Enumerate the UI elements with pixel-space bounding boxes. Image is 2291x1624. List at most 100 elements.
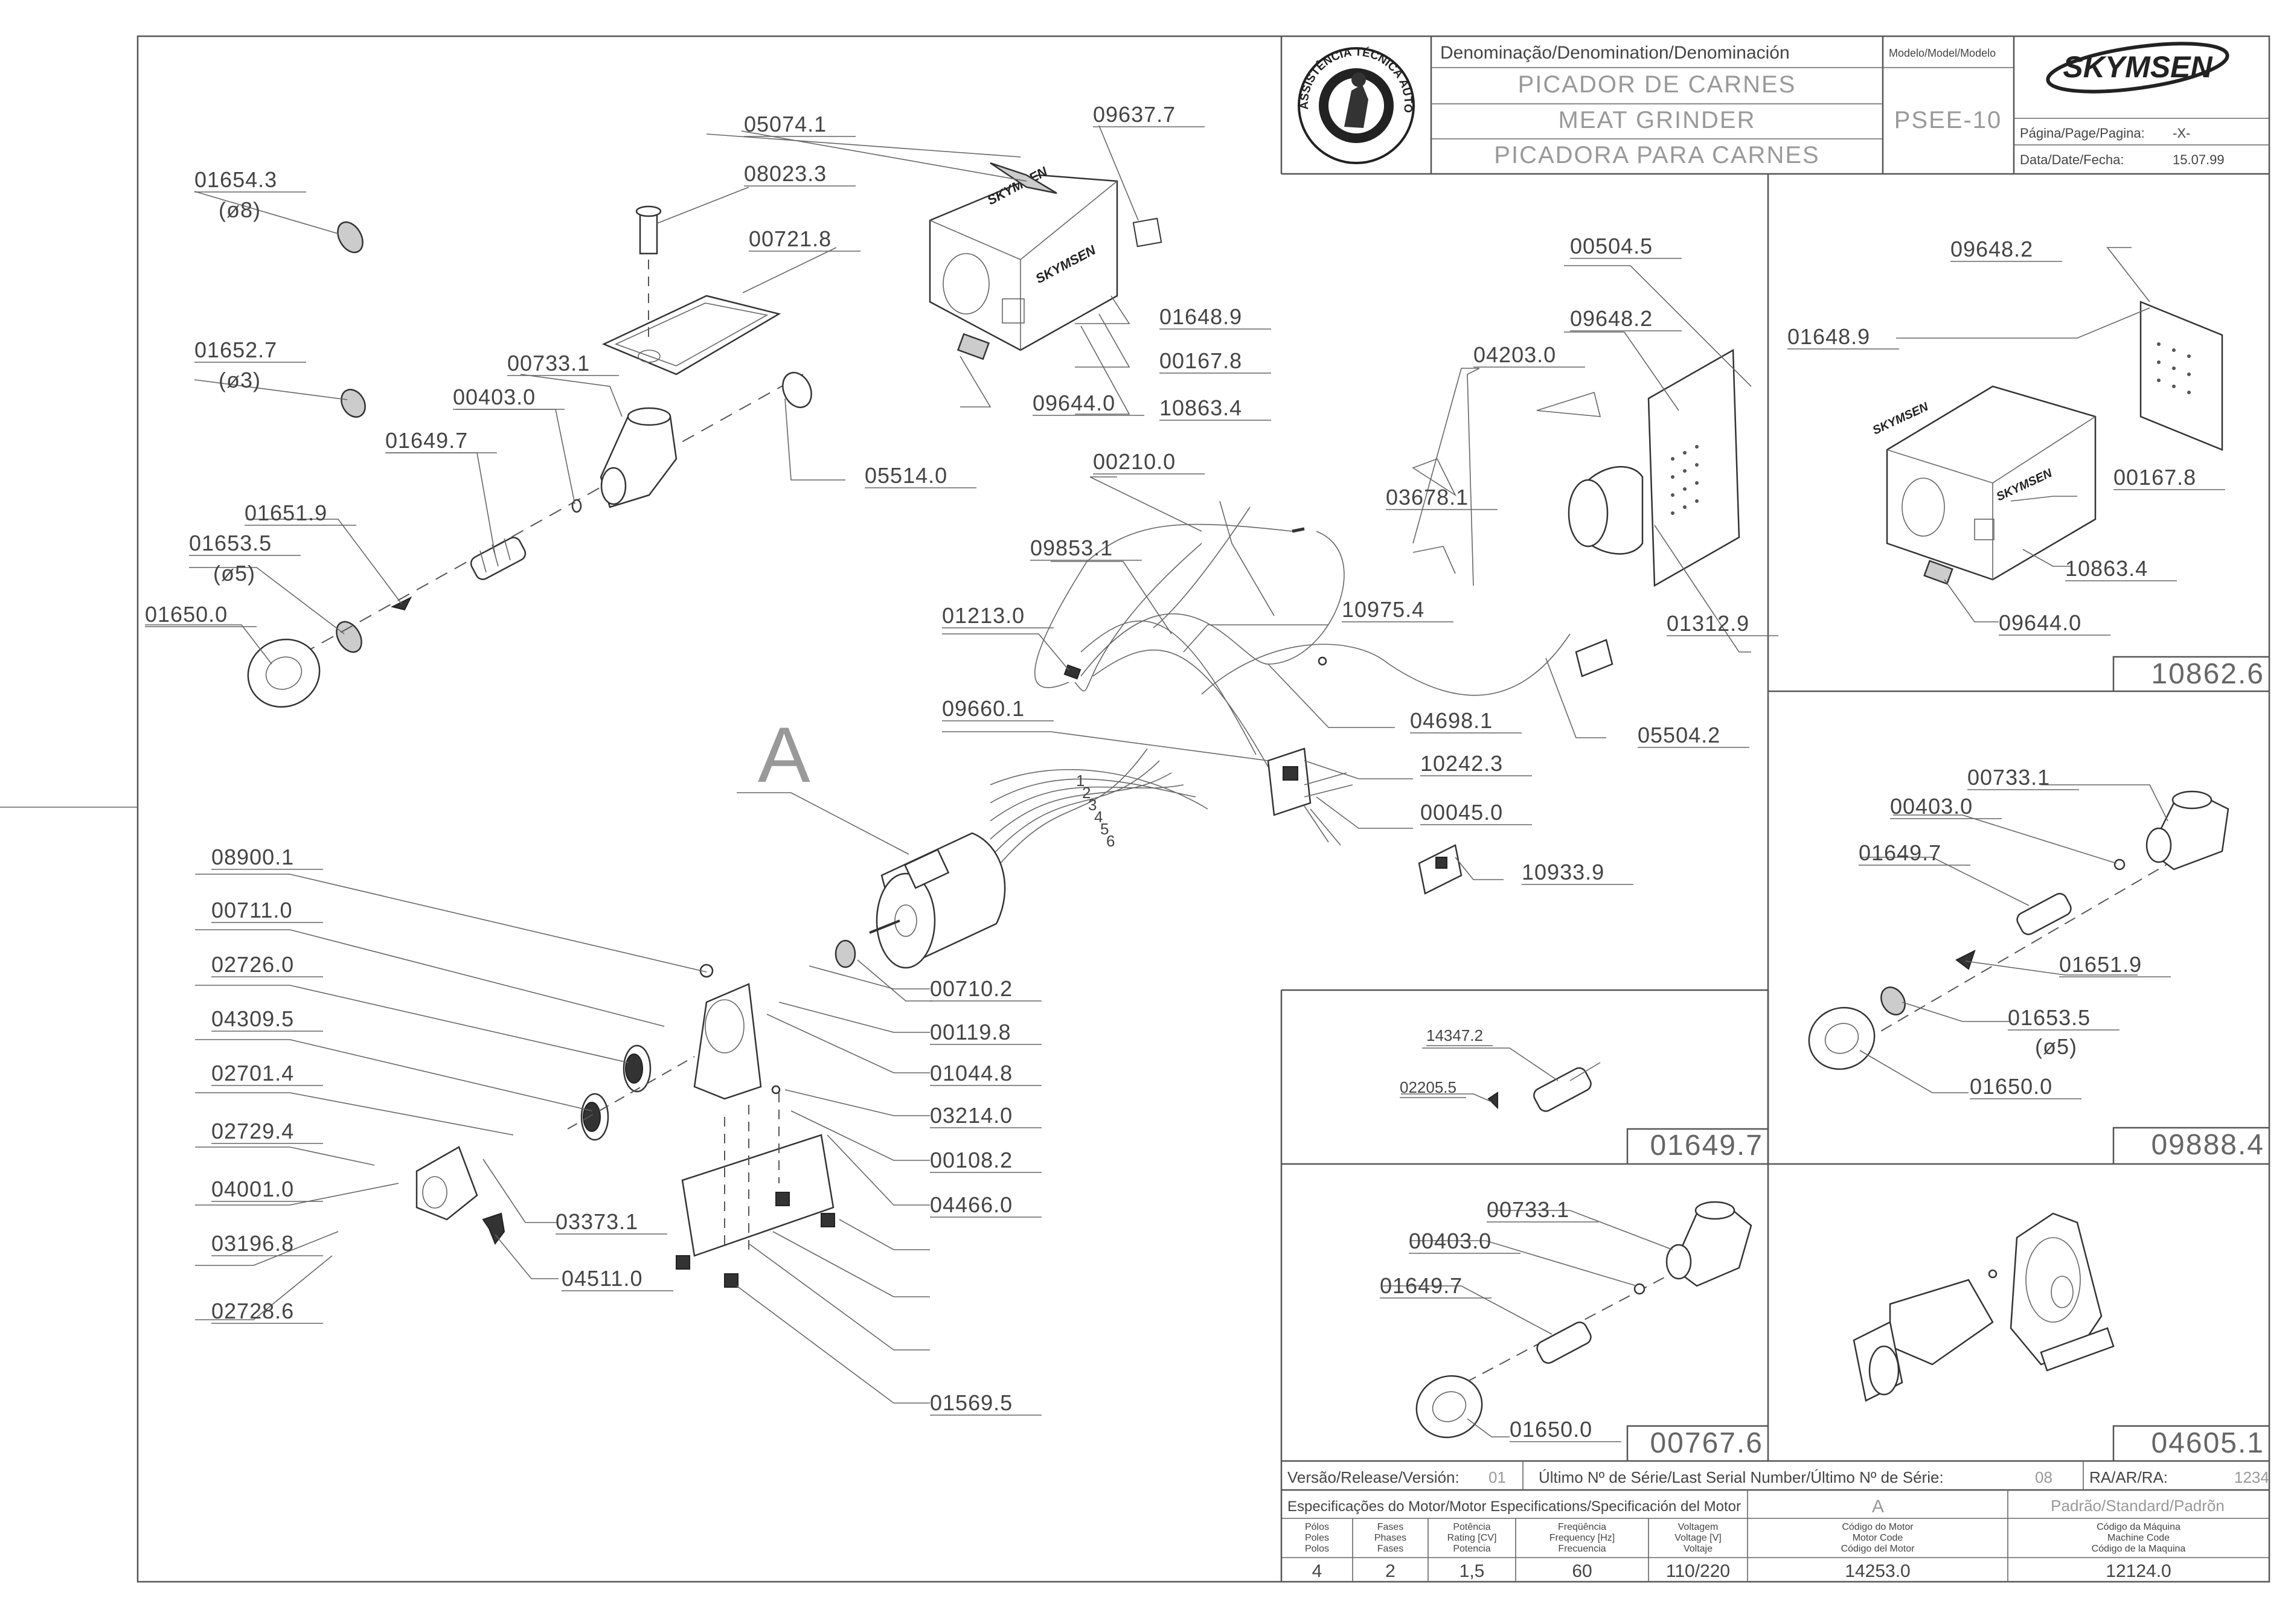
part-label-04309-5: 04309.5: [211, 1006, 294, 1031]
panel-part-label: 01653.5: [2008, 1005, 2091, 1030]
spec-header: Rating [CV]: [1447, 1533, 1497, 1543]
part-label-08023-3: 08023.3: [744, 161, 827, 186]
panel-grinder-small: 00733.1 00403.0 01649.7 01650.0: [1380, 1197, 1752, 1442]
part-label-10975-4: 10975.4: [1342, 597, 1424, 622]
leader-lines: [145, 125, 1752, 1404]
part-label-00710-2: 00710.2: [930, 976, 1013, 1001]
part-label-05504-2: 05504.2: [1638, 723, 1720, 747]
spec-header: Potencia: [1453, 1544, 1490, 1554]
model-header: Modelo/Model/Modelo: [1889, 47, 1996, 59]
panel-part-label: (ø5): [2035, 1034, 2077, 1059]
motor-spec-letter: A: [1872, 1497, 1884, 1517]
part-label-02729-4: 02729.4: [211, 1119, 294, 1143]
panel-part-label: 00403.0: [1890, 794, 1973, 819]
part-label-00733-1: 00733.1: [507, 351, 590, 376]
drawing-border: [136, 35, 2270, 1583]
part-label-02726-0: 02726.0: [211, 952, 294, 977]
serial-value: 08: [2035, 1468, 2052, 1486]
panel-part-label: 00733.1: [1487, 1197, 1569, 1222]
part-label-09853-1: 09853.1: [1030, 535, 1113, 560]
part-label-01213-0: 01213.0: [942, 603, 1025, 628]
name-en: MEAT GRINDER: [1559, 107, 1756, 133]
cabinet-housing: SKYMSEN SKYMSEN: [929, 162, 1162, 360]
part-label-10863-4: 10863.4: [1159, 395, 1242, 420]
wire-number: 5: [1100, 820, 1109, 838]
date-value: 15.07.99: [2173, 152, 2225, 167]
brand-logo: SKYMSEN: [2046, 42, 2229, 94]
page-label: Página/Page/Pagina:: [2020, 126, 2145, 141]
part-label-04511-0: 04511.0: [562, 1266, 642, 1291]
part-label-05514-0: 05514.0: [865, 463, 947, 488]
version-value: 01: [1488, 1468, 1506, 1486]
panel-part-label: 01648.9: [1787, 324, 1870, 349]
part-label-09637-7: 09637.7: [1093, 102, 1176, 127]
title-block: ASSISTÊNCIA TÉCNICA AUTORIZADA Denominaç…: [0, 0, 2269, 175]
wire-number: 3: [1088, 796, 1097, 814]
main-exploded-view: SKYMSEN SKYMSEN: [145, 102, 1778, 1416]
version-label: Versão/Release/Versión:: [1287, 1468, 1460, 1486]
switch-label: [1418, 844, 1463, 895]
spec-value: 60: [1572, 1561, 1592, 1581]
part-label-01312-9: 01312.9: [1667, 611, 1749, 636]
panel-part-label: 01650.0: [1510, 1417, 1592, 1442]
part-label-01649-7: 01649.7: [385, 428, 468, 453]
panel-part-label: 09648.2: [1950, 237, 2033, 261]
spec-header: Potência: [1453, 1522, 1490, 1532]
part-label-04698-1: 04698.1: [1410, 708, 1493, 733]
panel-code-grinder-small: 00767.6: [1650, 1427, 1763, 1459]
date-label: Data/Date/Fecha:: [2020, 152, 2124, 167]
part-label-02701-4: 02701.4: [211, 1061, 294, 1085]
part-label-04466-0: 04466.0: [930, 1192, 1013, 1217]
panel-part-label: 01649.7: [1380, 1273, 1463, 1298]
part-label-01652-7: 01652.7: [194, 337, 277, 362]
part-label-01648-9: 01648.9: [1159, 304, 1242, 329]
panel-code-grinder-set: 09888.4: [2151, 1129, 2264, 1161]
part-label-10242-3: 10242.3: [1420, 751, 1503, 776]
panel-code-worm: 01649.7: [1650, 1130, 1763, 1162]
spec-header: Frecuencia: [1558, 1544, 1606, 1554]
standard-label: Padrão/Standard/Padrõn: [2051, 1497, 2225, 1515]
spec-value: 2: [1385, 1561, 1395, 1581]
panel-code-cabinet: 10862.6: [2151, 658, 2264, 690]
spec-header: Voltagem: [1678, 1522, 1719, 1532]
part-label-00167-8: 00167.8: [1159, 348, 1242, 373]
spec-value: 14253.0: [1845, 1561, 1910, 1581]
panel-code-gearbox: 04605.1: [2151, 1427, 2264, 1459]
part-label-01653-5: 01653.5: [189, 531, 272, 555]
denomination-header: Denominação/Denomination/Denominación: [1440, 43, 1790, 63]
spec-header: Código de la Maquina: [2092, 1544, 2186, 1554]
panel-part-label: 00403.0: [1409, 1229, 1492, 1253]
spec-header: Código da Máquina: [2097, 1522, 2180, 1532]
part-label-09644-0: 09644.0: [1033, 391, 1115, 415]
part-label-09660-1: 09660.1: [942, 696, 1025, 721]
spec-header: Fases: [1377, 1522, 1404, 1532]
part-label-diameter: (ø5): [213, 561, 255, 586]
part-label-01650-0: 01650.0: [145, 602, 228, 627]
spec-header: Código do Motor: [1842, 1522, 1914, 1532]
part-label-03373-1: 03373.1: [556, 1209, 638, 1234]
name-es: PICADORA PARA CARNES: [1494, 142, 1819, 168]
part-label-02728-6: 02728.6: [211, 1299, 294, 1323]
part-label-diameter: (ø8): [219, 197, 261, 222]
spec-value: 4: [1312, 1561, 1322, 1581]
part-label-03678-1: 03678.1: [1386, 485, 1469, 510]
part-label-00108-2: 00108.2: [930, 1148, 1013, 1172]
panel-gearbox: [1853, 1212, 2115, 1402]
panel-part-label: 10863.4: [2065, 556, 2148, 581]
part-label-00504-5: 00504.5: [1570, 234, 1653, 258]
worm-shaft: [470, 537, 527, 580]
ra-label: RA/AR/RA:: [2089, 1468, 2168, 1486]
panel-part-label: 14347.2: [1426, 1026, 1483, 1044]
panel-cabinet: SKYMSEN SKYMSEN 09648.201648.900167.8108…: [1787, 237, 2225, 636]
part-label-00403-0: 00403.0: [453, 385, 536, 409]
page-value: -X-: [2173, 126, 2190, 141]
spec-header: Polos: [1305, 1544, 1329, 1554]
serial-label: Último Nº de Série/Last Serial Number/Úl…: [1539, 1468, 1944, 1486]
spec-header: Voltaje: [1684, 1544, 1713, 1554]
hopper-tray: [601, 205, 781, 376]
spec-header: Fases: [1377, 1544, 1404, 1554]
spec-header: Poles: [1305, 1533, 1329, 1543]
part-label-04001-0: 04001.0: [211, 1177, 294, 1201]
